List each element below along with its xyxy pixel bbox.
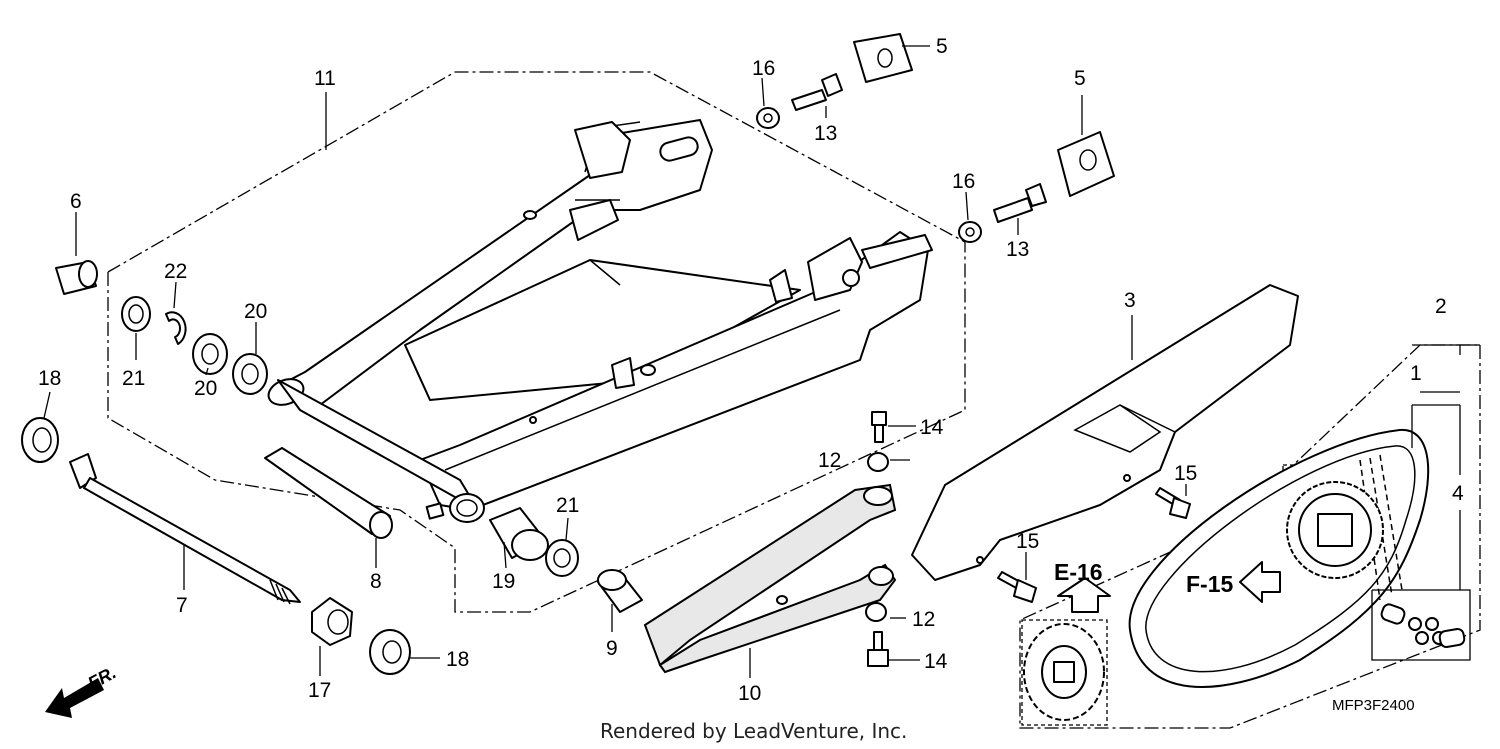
callout-15-lower: 15 xyxy=(1016,530,1039,553)
oil-seal-21-right xyxy=(545,539,579,577)
callout-9: 9 xyxy=(606,637,618,660)
bearing-6 xyxy=(55,260,98,295)
callout-2: 2 xyxy=(1435,295,1447,318)
adjuster-block-5-upper xyxy=(853,33,913,83)
adjuster-bolt-13-upper xyxy=(791,73,843,111)
collar-12-lower xyxy=(865,602,887,622)
chain-joint-kit xyxy=(1380,603,1466,649)
pivot-cap-18-left xyxy=(21,417,59,463)
pivot-nut-17 xyxy=(311,597,353,646)
bearing-20-inner xyxy=(192,333,228,375)
bolt-14-upper xyxy=(871,411,887,443)
callout-3: 3 xyxy=(1124,289,1136,312)
callout-12-upper: 12 xyxy=(818,449,841,472)
callout-19: 19 xyxy=(492,570,515,593)
reference-e16: E-16 xyxy=(1054,559,1103,585)
collar-9 xyxy=(597,569,643,613)
callout-22: 22 xyxy=(164,260,187,283)
drive-sprocket xyxy=(1023,623,1105,721)
chain-case xyxy=(911,284,1299,581)
callout-16-lower: 16 xyxy=(952,170,975,193)
callout-18-right: 18 xyxy=(446,648,469,671)
callout-8: 8 xyxy=(370,570,382,593)
callout-21-left: 21 xyxy=(122,367,145,390)
drawing-code: MFP3F2400 xyxy=(1332,697,1415,714)
leader-lines xyxy=(43,45,1471,678)
callout-13-lower: 13 xyxy=(1006,238,1029,261)
oil-seal-21-left xyxy=(121,296,151,332)
callout-20-outer: 20 xyxy=(244,300,267,323)
drive-sprocket-box xyxy=(1021,619,1108,726)
f15-reference-arrow-body xyxy=(1239,561,1281,603)
callout-4: 4 xyxy=(1452,482,1464,505)
lock-nut-16-upper xyxy=(756,107,780,129)
chain-kit-outline xyxy=(1019,344,1481,729)
bearing-20-outer xyxy=(232,353,268,395)
adjuster-block-5-lower xyxy=(1057,131,1115,197)
footer-credit: Rendered by LeadVenture, Inc. xyxy=(600,719,907,743)
callout-numbers: 2 1 4 3 5 5 16 13 16 13 11 6 22 21 20 20… xyxy=(38,35,1464,705)
callout-14-lower: 14 xyxy=(924,650,948,673)
callout-5-upper: 5 xyxy=(936,35,948,58)
callout-1: 1 xyxy=(1410,362,1422,385)
pivot-cap-18-right xyxy=(369,629,411,675)
callout-7: 7 xyxy=(176,594,188,617)
bolt-14-lower xyxy=(867,631,889,667)
callout-11: 11 xyxy=(314,67,336,90)
driven-sprocket xyxy=(1286,481,1384,579)
callout-14-upper: 14 xyxy=(920,416,944,439)
front-direction-arrow xyxy=(45,678,104,718)
collar-19 xyxy=(489,507,549,561)
lock-nut-16-lower xyxy=(958,221,982,243)
callout-16-upper: 16 xyxy=(752,57,775,80)
callout-5-lower: 5 xyxy=(1074,67,1086,90)
swingarm-group-outline xyxy=(107,71,966,613)
bolt-15-upper xyxy=(1155,487,1191,519)
pivot-bolt-7 xyxy=(69,453,301,605)
callout-18-left: 18 xyxy=(38,367,61,390)
chain-slider xyxy=(643,483,897,674)
adjuster-bolt-13-lower xyxy=(993,183,1047,223)
bolt-15-lower xyxy=(997,571,1037,603)
callout-10: 10 xyxy=(738,682,761,705)
callout-21-right: 21 xyxy=(556,494,579,517)
circlip-22 xyxy=(165,311,187,345)
collar-12-upper xyxy=(867,452,889,472)
callout-13-upper: 13 xyxy=(814,122,837,145)
collar-8 xyxy=(264,447,393,539)
callout-15-upper: 15 xyxy=(1174,462,1197,485)
e16-reference-arrow xyxy=(1057,577,1111,613)
callout-20-inner: 20 xyxy=(194,377,217,400)
swingarm xyxy=(267,119,933,523)
reference-f15: F-15 xyxy=(1186,571,1234,597)
callout-12-lower: 12 xyxy=(912,608,935,631)
callout-6: 6 xyxy=(70,190,82,213)
callout-17: 17 xyxy=(308,679,331,702)
